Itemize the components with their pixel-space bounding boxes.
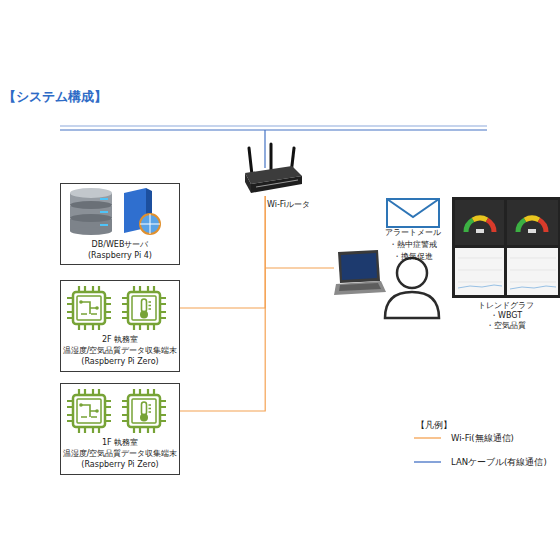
laptop-icon bbox=[334, 250, 386, 295]
dashboard-thumbnail bbox=[452, 197, 560, 298]
mail-icon bbox=[387, 199, 439, 227]
user-body bbox=[385, 292, 439, 318]
diagram-title: 【システム構成】 bbox=[3, 89, 107, 105]
laptop-display bbox=[341, 253, 377, 280]
legend-entry: Wi-Fi(無線通信) bbox=[451, 433, 514, 444]
node-text: 2F 執務室 bbox=[102, 334, 138, 345]
node-text: トレンドグラフ bbox=[452, 301, 560, 311]
user-icon bbox=[385, 258, 439, 318]
envelope-flap bbox=[387, 199, 439, 217]
lan-line bbox=[60, 125, 487, 126]
laptop-screen bbox=[338, 250, 380, 283]
router-side bbox=[245, 173, 251, 193]
node-text: DB/WEBサーバ bbox=[92, 239, 149, 250]
node-text-block: トレンドグラフ・WBGT・空気品質 bbox=[452, 301, 560, 331]
lan-line bbox=[60, 129, 487, 130]
db-disk bbox=[70, 201, 112, 209]
router-front bbox=[251, 176, 302, 193]
node-text: (Raspberry Pi Zero) bbox=[81, 459, 158, 470]
node-text: ・熱中症警戒 bbox=[389, 239, 437, 251]
router-node: Wi-Fiルータ bbox=[240, 143, 300, 196]
laptop-base bbox=[334, 281, 386, 295]
antenna bbox=[249, 148, 252, 175]
node-text-block: 2F 執務室温湿度/空気品質データ収集端末(Raspberry Pi Zero) bbox=[61, 334, 179, 371]
server-box: DB/WEBサーバ(Raspberry Pi 4) bbox=[60, 183, 180, 265]
node-text: (Raspberry Pi Zero) bbox=[81, 356, 158, 367]
gauge-red bbox=[539, 220, 546, 232]
laptop-keyboard bbox=[339, 283, 381, 291]
plot-grid bbox=[458, 258, 556, 282]
trend-graph-node: トレンドグラフ・WBGT・空気品質 bbox=[452, 197, 560, 298]
plot-area bbox=[455, 248, 504, 295]
gauge-value bbox=[476, 229, 484, 233]
gauge-yellow bbox=[525, 218, 539, 220]
node-text-block: アラートメール・熱中症警戒・換気促進 bbox=[383, 227, 443, 263]
router-leds bbox=[256, 180, 298, 187]
lan-drop bbox=[264, 130, 265, 168]
db-disk bbox=[70, 214, 112, 222]
alert-mail-node: アラートメール・熱中症警戒・換気促進 bbox=[383, 196, 443, 263]
envelope bbox=[387, 199, 439, 227]
sensor-box: 2F 執務室温湿度/空気品質データ収集端末(Raspberry Pi Zero) bbox=[60, 280, 180, 372]
web-globe bbox=[140, 214, 160, 234]
node-text-block: 1F 執務室温湿度/空気品質データ収集端末(Raspberry Pi Zero) bbox=[61, 437, 179, 474]
sensor-box: 1F 執務室温湿度/空気品質データ収集端末(Raspberry Pi Zero) bbox=[60, 383, 180, 475]
web-globe-lines bbox=[140, 214, 160, 234]
dashboard-frame bbox=[452, 197, 560, 298]
node-text: (Raspberry Pi 4) bbox=[88, 250, 152, 261]
node-text: アラートメール bbox=[385, 227, 441, 239]
server-icon bbox=[70, 188, 160, 235]
node-text-block: DB/WEBサーバ(Raspberry Pi 4) bbox=[61, 239, 179, 264]
wifi-connector bbox=[180, 196, 265, 411]
legend-sample-lan bbox=[414, 461, 441, 462]
wifi-wire bbox=[265, 267, 334, 268]
gauge-panel bbox=[455, 200, 504, 245]
gauge-green bbox=[518, 220, 525, 232]
legend-text: LANケーブル(有線通信) bbox=[451, 457, 547, 468]
node-text: ・換気促進 bbox=[393, 251, 433, 263]
node-text: 1F 執務室 bbox=[102, 437, 138, 448]
legend-sample-wifi bbox=[414, 437, 441, 438]
user-head bbox=[397, 258, 427, 288]
node-text: 温湿度/空気品質データ収集端末 bbox=[63, 345, 178, 356]
circuit-chip-icon bbox=[67, 389, 111, 433]
node-text-block: Wi-Fiルータ bbox=[267, 199, 310, 210]
db-lights bbox=[100, 199, 108, 225]
node-text: Wi-Fiルータ bbox=[267, 199, 310, 210]
circuit-chip-icon bbox=[67, 286, 111, 330]
gauge-yellow bbox=[473, 218, 487, 220]
gauge-panel bbox=[507, 200, 558, 245]
node-text: ・空気品質 bbox=[452, 321, 560, 331]
thermo-chip-icon bbox=[122, 286, 166, 330]
plot-series bbox=[458, 285, 556, 289]
free-label: 【凡例】 bbox=[416, 420, 452, 431]
gauge-value bbox=[528, 229, 536, 233]
gauge-red bbox=[487, 220, 494, 232]
legend-entry: LANケーブル(有線通信) bbox=[451, 457, 547, 468]
wifi-connector bbox=[180, 196, 265, 308]
antenna bbox=[270, 144, 273, 170]
node-text: ・WBGT bbox=[452, 311, 560, 321]
router-icon bbox=[245, 144, 302, 193]
gauge-green bbox=[466, 220, 473, 232]
db-disk bbox=[70, 227, 112, 235]
node-text: 温湿度/空気品質データ収集端末 bbox=[63, 448, 178, 459]
legend-text: Wi-Fi(無線通信) bbox=[451, 433, 514, 444]
thermo-chip-icon bbox=[122, 389, 166, 433]
db-top bbox=[70, 188, 112, 198]
